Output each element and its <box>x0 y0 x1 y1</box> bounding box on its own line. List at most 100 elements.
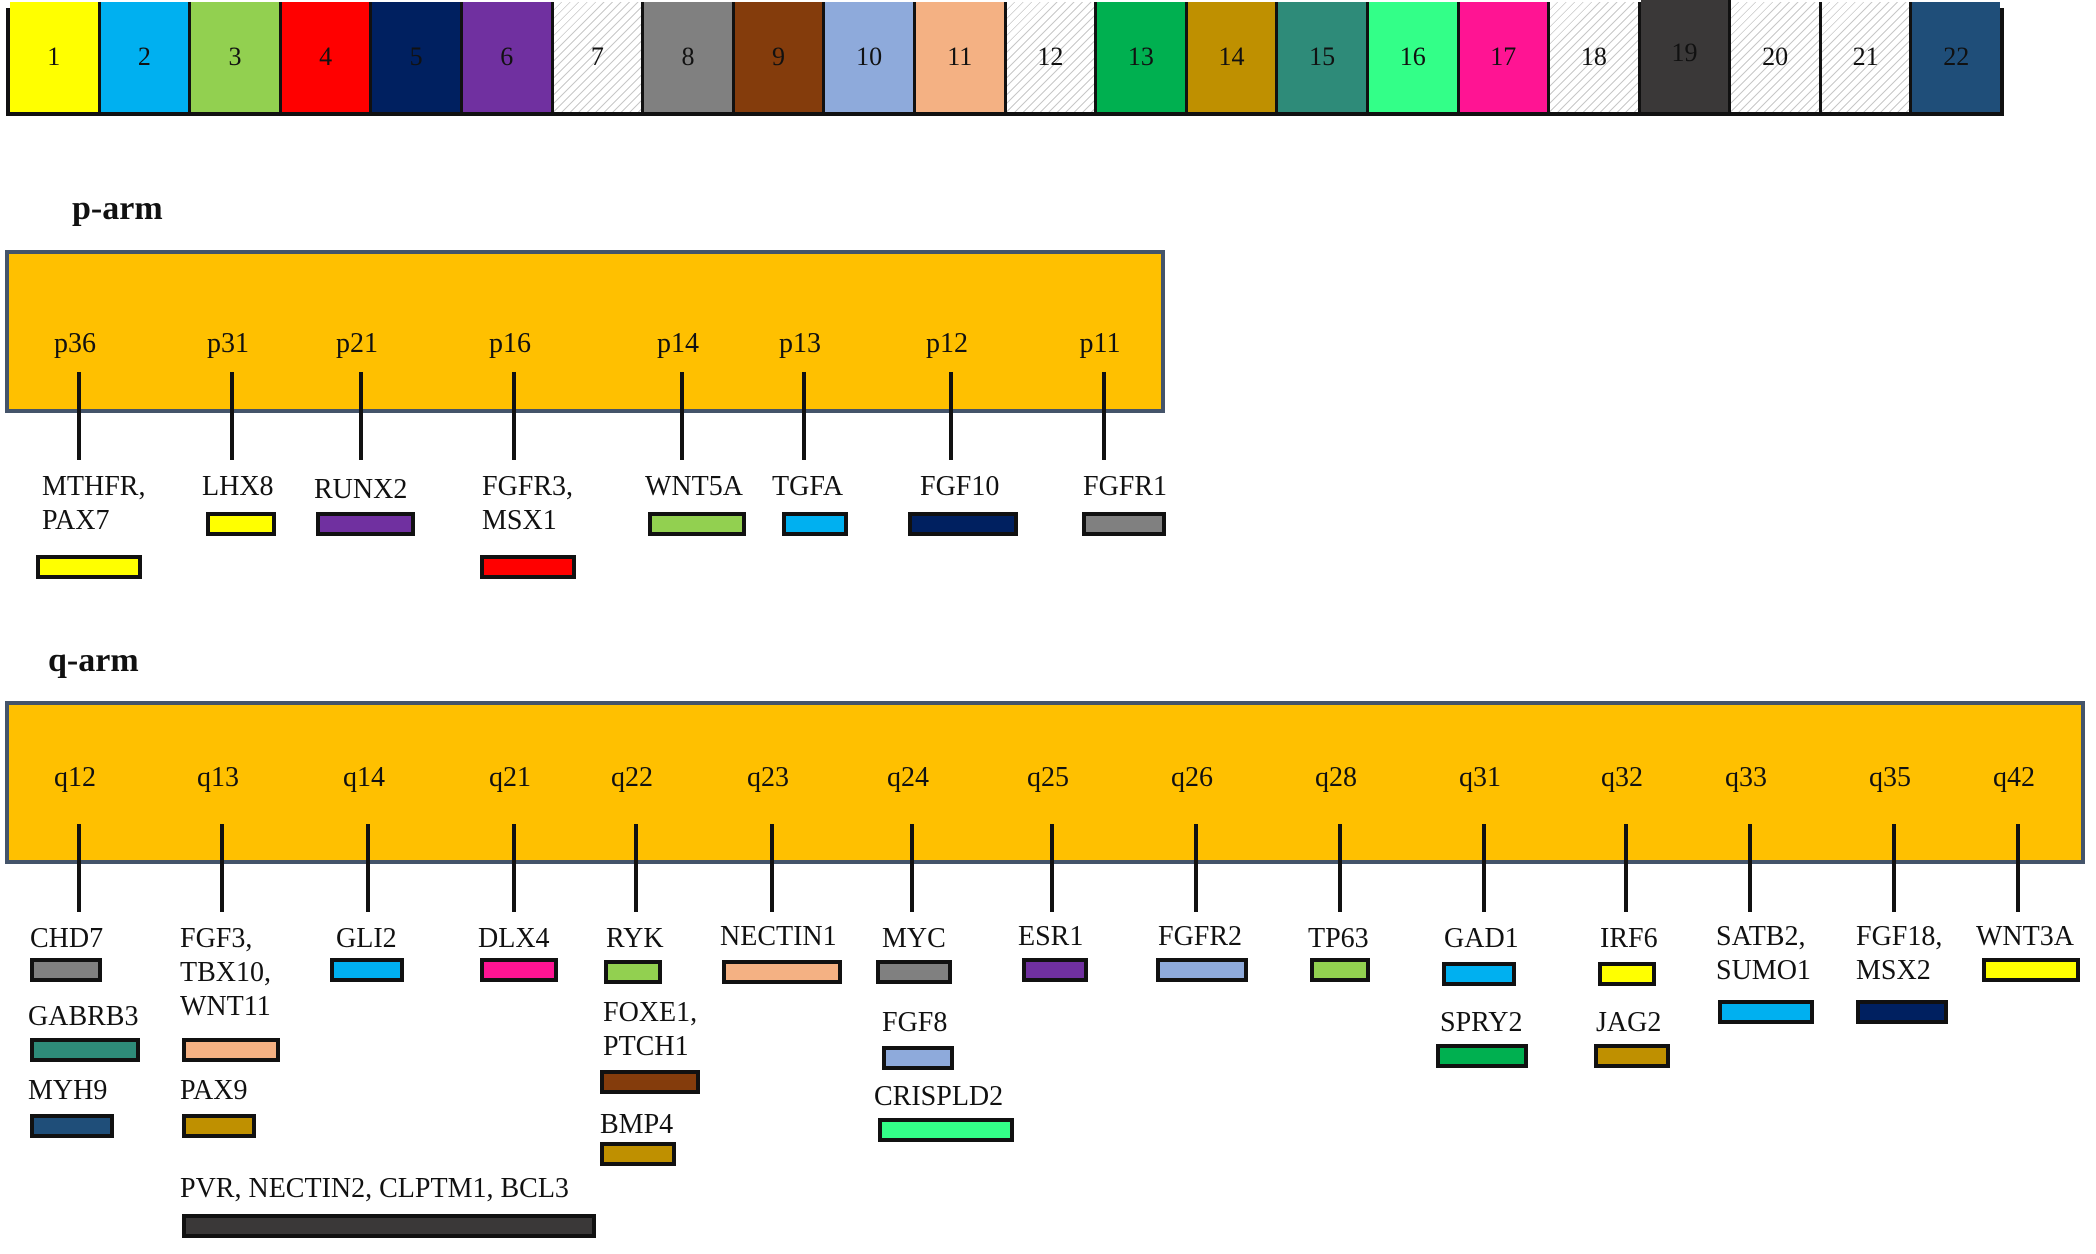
gene-label: MTHFR, PAX7 <box>42 471 146 536</box>
legend-chromosome-8: 8 <box>644 2 735 112</box>
gene-label: PVR, NECTIN2, CLPTM1, BCL3 <box>180 1173 569 1204</box>
band-label-p16: p16 <box>489 328 531 359</box>
gene-label: RUNX2 <box>314 474 408 505</box>
gene-label: GABRB3 <box>28 1001 139 1032</box>
legend-chromosome-9: 9 <box>734 2 826 112</box>
gene-label: IRF6 <box>1600 923 1658 954</box>
legend-chromosome-7: 7 <box>553 2 645 112</box>
gene-chromosome-swatch <box>316 512 415 536</box>
gene-chromosome-swatch <box>206 512 276 536</box>
legend-chromosome-14: 14 <box>1187 2 1279 112</box>
legend-chromosome-4: 4 <box>281 2 373 112</box>
gene-chromosome-swatch <box>30 958 102 982</box>
q-arm-heading: q-arm <box>48 642 139 679</box>
band-label-q12: q12 <box>54 762 96 793</box>
p-arm-band <box>5 250 1165 413</box>
gene-label: RYK <box>606 923 664 954</box>
gene-label: SATB2, SUMO1 <box>1716 921 1811 986</box>
gene-label: FGF8 <box>882 1007 948 1038</box>
gene-label: CRISPLD2 <box>874 1081 1004 1112</box>
gene-chromosome-swatch <box>480 958 558 982</box>
gene-chromosome-swatch <box>600 1070 700 1094</box>
gene-label: WNT3A <box>1976 921 2074 952</box>
band-label-q35: q35 <box>1869 762 1911 793</box>
band-tick-p36 <box>77 372 81 460</box>
legend-chromosome-22: 22 <box>1912 2 2001 112</box>
gene-chromosome-swatch <box>1856 1000 1948 1024</box>
gene-chromosome-swatch <box>480 555 576 579</box>
legend-label: 22 <box>1943 42 1970 71</box>
gene-chromosome-swatch <box>648 512 746 536</box>
gene-chromosome-swatch <box>1598 962 1656 986</box>
legend-label: 13 <box>1127 42 1154 71</box>
gene-chromosome-swatch <box>1082 512 1166 536</box>
gene-chromosome-swatch <box>182 1038 280 1062</box>
band-label-p21: p21 <box>336 328 378 359</box>
legend-chromosome-12: 12 <box>1006 2 1098 112</box>
legend-chromosome-13: 13 <box>1097 2 1188 112</box>
band-tick-q28 <box>1338 824 1342 912</box>
gene-chromosome-swatch <box>1718 1000 1814 1024</box>
legend-label: 14 <box>1218 42 1245 71</box>
band-label-q23: q23 <box>747 762 789 793</box>
gene-chromosome-swatch <box>1022 958 1088 982</box>
band-label-q26: q26 <box>1171 762 1213 793</box>
gene-label: TGFA <box>772 471 844 502</box>
legend-label: 15 <box>1309 42 1336 71</box>
gene-chromosome-swatch <box>908 512 1018 536</box>
legend-label: 9 <box>772 42 786 71</box>
gene-label: WNT5A <box>645 471 743 502</box>
legend-chromosome-18: 18 <box>1550 2 1641 112</box>
gene-chromosome-swatch <box>182 1114 256 1138</box>
gene-label: GAD1 <box>1444 923 1519 954</box>
gene-label: ESR1 <box>1018 921 1084 952</box>
legend-chromosome-20: 20 <box>1731 2 1822 112</box>
band-label-q31: q31 <box>1459 762 1501 793</box>
gene-label: LHX8 <box>202 471 274 502</box>
legend-chromosome-1: 1 <box>10 2 101 112</box>
band-label-q14: q14 <box>343 762 385 793</box>
band-tick-q32 <box>1624 824 1628 912</box>
gene-label: FGF3, TBX10, WNT11 <box>180 923 271 1022</box>
band-tick-p13 <box>802 372 806 460</box>
band-label-q28: q28 <box>1315 762 1357 793</box>
gene-chromosome-swatch <box>882 1046 954 1070</box>
band-tick-p31 <box>230 372 234 460</box>
band-tick-q12 <box>77 824 81 912</box>
gene-label: SPRY2 <box>1440 1007 1523 1038</box>
legend-label: 3 <box>228 42 242 71</box>
gene-label: MYC <box>882 923 946 954</box>
legend-label: 4 <box>319 42 333 71</box>
gene-label: BMP4 <box>600 1109 674 1140</box>
band-tick-q14 <box>366 824 370 912</box>
band-label-q21: q21 <box>489 762 531 793</box>
band-tick-q35 <box>1892 824 1896 912</box>
gene-label: FGFR3, MSX1 <box>482 471 574 536</box>
legend-label: 6 <box>500 42 514 71</box>
band-label-p11: p11 <box>1079 328 1121 359</box>
legend-label: 19 <box>1671 38 1698 67</box>
gene-label: JAG2 <box>1596 1007 1662 1038</box>
band-tick-q21 <box>512 824 516 912</box>
legend-chromosome-15: 15 <box>1278 2 1369 112</box>
legend-chromosome-2: 2 <box>100 2 192 112</box>
gene-chromosome-swatch <box>330 958 404 982</box>
band-label-q22: q22 <box>611 762 653 793</box>
gene-chromosome-swatch <box>722 960 842 984</box>
gene-chromosome-swatch <box>1442 962 1516 986</box>
band-tick-q22 <box>634 824 638 912</box>
gene-chromosome-swatch <box>182 1214 596 1238</box>
band-tick-p11 <box>1102 372 1106 460</box>
gene-label: NECTIN1 <box>720 921 837 952</box>
band-tick-p14 <box>680 372 684 460</box>
band-label-q32: q32 <box>1601 762 1643 793</box>
gene-chromosome-swatch <box>604 960 662 984</box>
gene-chromosome-swatch <box>600 1142 676 1166</box>
legend-label: 1 <box>47 42 61 71</box>
gene-chromosome-swatch <box>1310 958 1370 982</box>
band-label-q24: q24 <box>887 762 929 793</box>
gene-chromosome-swatch <box>1594 1044 1670 1068</box>
band-tick-q33 <box>1748 824 1752 912</box>
legend-label: 5 <box>409 42 423 71</box>
